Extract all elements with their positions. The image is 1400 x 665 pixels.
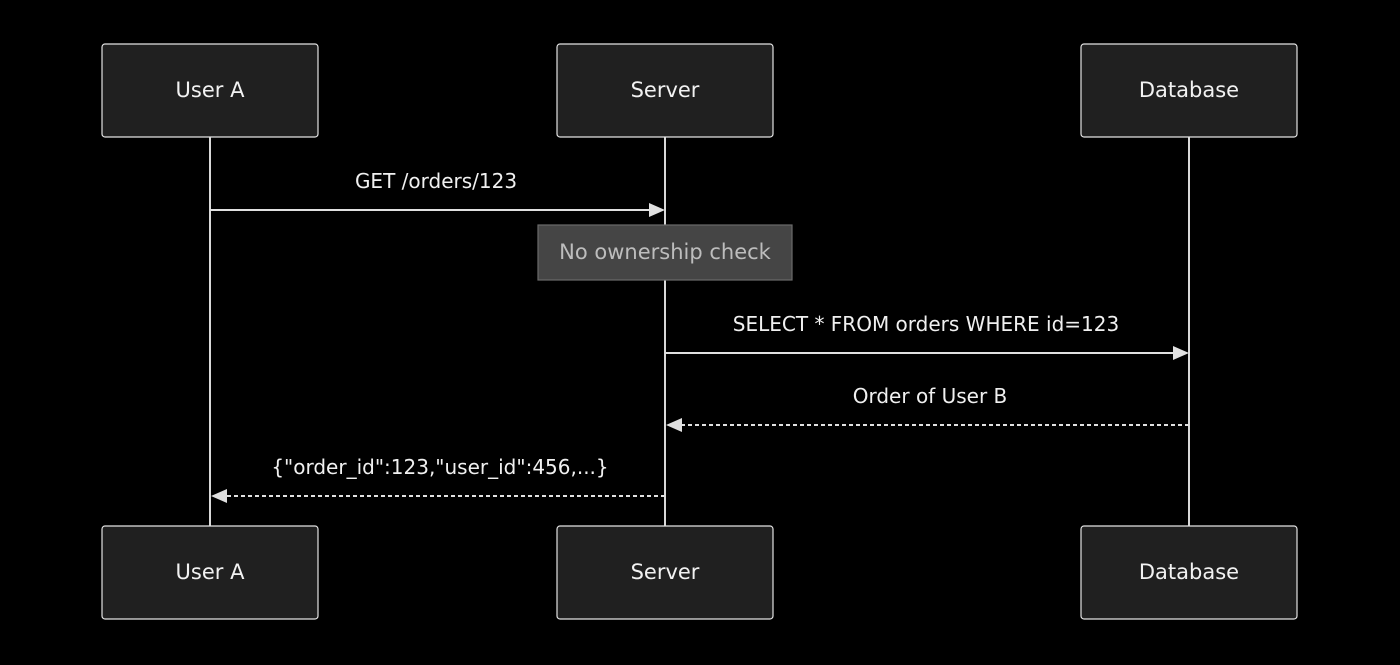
participant-top-database: Database [1080, 43, 1298, 138]
message-label: SELECT * FROM orders WHERE id=123 [733, 312, 1119, 336]
participant-label: Database [1139, 78, 1239, 102]
message-order-response: Order of User B [666, 384, 1189, 432]
note-over-server: No ownership check [537, 224, 793, 281]
arrow-right-icon [1173, 346, 1189, 360]
participant-label: User A [176, 78, 246, 102]
message-label: GET /orders/123 [355, 169, 517, 193]
message-get-orders: GET /orders/123 [210, 169, 665, 217]
participant-label: Server [631, 560, 700, 584]
participant-bottom-user-a: User A [101, 525, 319, 620]
participant-label: User A [176, 560, 246, 584]
participant-top-server: Server [556, 43, 774, 138]
arrow-left-icon [211, 489, 227, 503]
message-label: Order of User B [853, 384, 1008, 408]
participant-top-user-a: User A [101, 43, 319, 138]
message-select-query: SELECT * FROM orders WHERE id=123 [665, 312, 1189, 360]
message-json-response: {"order_id":123,"user_id":456,...} [211, 455, 665, 503]
participant-bottom-server: Server [556, 525, 774, 620]
arrow-right-icon [649, 203, 665, 217]
arrow-left-icon [666, 418, 682, 432]
message-label: {"order_id":123,"user_id":456,...} [271, 455, 608, 479]
note-label: No ownership check [559, 240, 772, 264]
participant-bottom-database: Database [1080, 525, 1298, 620]
participant-label: Database [1139, 560, 1239, 584]
participant-label: Server [631, 78, 700, 102]
